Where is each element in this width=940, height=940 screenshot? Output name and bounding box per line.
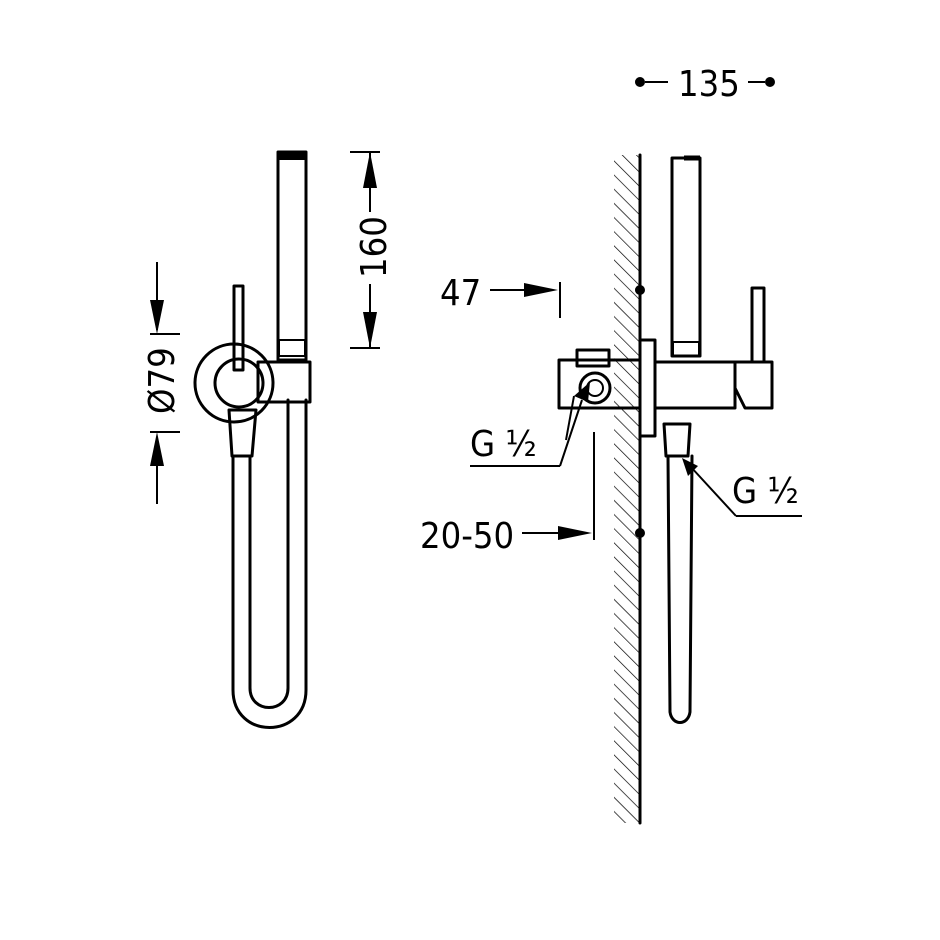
thread-outlet-callout: G ½ bbox=[682, 458, 802, 517]
front-view: Ø79 160 bbox=[142, 150, 395, 729]
hand-shower bbox=[276, 150, 308, 362]
dimension-range: 20-50 bbox=[420, 432, 595, 557]
width-label: 135 bbox=[678, 64, 740, 105]
side-view: 135 47 20-50 G ½ G ½ bbox=[420, 64, 802, 825]
shower-holder bbox=[256, 360, 312, 404]
dimension-depth: 47 bbox=[440, 273, 561, 318]
diameter-label: Ø79 bbox=[142, 347, 183, 414]
wall-marker bbox=[635, 285, 645, 295]
side-hose bbox=[666, 454, 694, 724]
dimension-width: 135 bbox=[635, 64, 775, 105]
thread-inlet-callout: G ½ bbox=[470, 382, 590, 467]
dimension-height: 160 bbox=[350, 151, 395, 349]
shower-hose bbox=[231, 398, 308, 729]
range-label: 20-50 bbox=[420, 516, 514, 557]
mixer-knob bbox=[213, 357, 265, 409]
dimension-diameter: Ø79 bbox=[142, 262, 183, 504]
height-label: 160 bbox=[354, 216, 395, 278]
lever-handle bbox=[232, 284, 245, 372]
depth-label: 47 bbox=[440, 273, 481, 314]
side-hand-shower bbox=[670, 156, 702, 358]
hand-shower-head bbox=[278, 152, 306, 160]
hose-connector bbox=[227, 408, 258, 458]
wall-section bbox=[614, 155, 640, 823]
wall-marker bbox=[635, 528, 645, 538]
thread-inlet-label: G ½ bbox=[470, 424, 537, 465]
lever-base bbox=[733, 360, 774, 410]
in-wall-cap bbox=[575, 348, 611, 368]
inlet-port bbox=[578, 371, 612, 405]
side-lever bbox=[750, 286, 766, 364]
wall-plate-profile bbox=[638, 338, 657, 438]
side-hose-connector bbox=[662, 422, 692, 458]
hand-shower-collar bbox=[278, 339, 306, 357]
mixer-body bbox=[653, 360, 737, 410]
thread-outlet-label: G ½ bbox=[732, 471, 799, 512]
